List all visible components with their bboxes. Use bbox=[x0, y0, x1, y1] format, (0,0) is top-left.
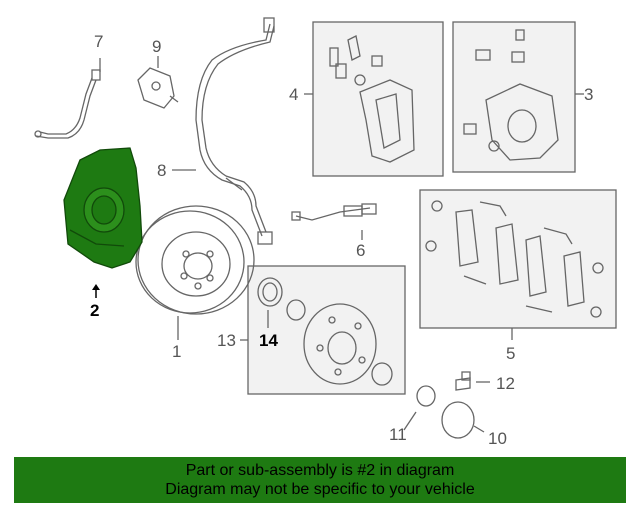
callout-10: 10 bbox=[488, 429, 507, 448]
callout-1: 1 bbox=[172, 342, 182, 361]
wheel-speed-sensor-wire bbox=[195, 17, 275, 245]
callout-13: 13 bbox=[217, 331, 236, 350]
callout-12: 12 bbox=[496, 374, 515, 393]
brake-pad-box bbox=[419, 189, 617, 329]
wheel-hub bbox=[303, 303, 393, 386]
wheel-bearing bbox=[257, 277, 283, 307]
banner-line-2: Diagram may not be specific to your vehi… bbox=[165, 481, 475, 498]
brake-rotor bbox=[135, 205, 255, 315]
callout-7: 7 bbox=[94, 32, 104, 51]
info-banner: Part or sub-assembly is #2 in diagram Di… bbox=[14, 457, 626, 503]
hub-nut bbox=[416, 385, 436, 407]
callout-6: 6 bbox=[356, 241, 366, 260]
hub-bolt bbox=[455, 371, 471, 391]
caliper-box bbox=[452, 21, 576, 173]
wear-sensor bbox=[291, 203, 377, 221]
dust-shield bbox=[63, 147, 143, 269]
brake-pads bbox=[425, 200, 604, 318]
hub-box bbox=[247, 265, 406, 395]
callout-4: 4 bbox=[289, 85, 299, 104]
callout-9: 9 bbox=[152, 37, 162, 56]
dust-cap bbox=[441, 401, 475, 439]
callout-8: 8 bbox=[157, 161, 167, 180]
callout-14: 14 bbox=[259, 331, 278, 350]
callout-2: 2 bbox=[90, 301, 100, 320]
callout-5: 5 bbox=[506, 344, 516, 363]
caliper-bracket bbox=[329, 35, 415, 163]
hose-bracket bbox=[137, 67, 179, 109]
hub-seal bbox=[286, 299, 306, 321]
banner-line-1: Part or sub-assembly is #2 in diagram bbox=[185, 462, 455, 479]
parts-diagram bbox=[34, 17, 617, 439]
brake-caliper bbox=[463, 29, 559, 161]
callout-11: 11 bbox=[389, 425, 407, 444]
callout-3: 3 bbox=[584, 85, 594, 104]
brake-hose bbox=[34, 69, 101, 139]
